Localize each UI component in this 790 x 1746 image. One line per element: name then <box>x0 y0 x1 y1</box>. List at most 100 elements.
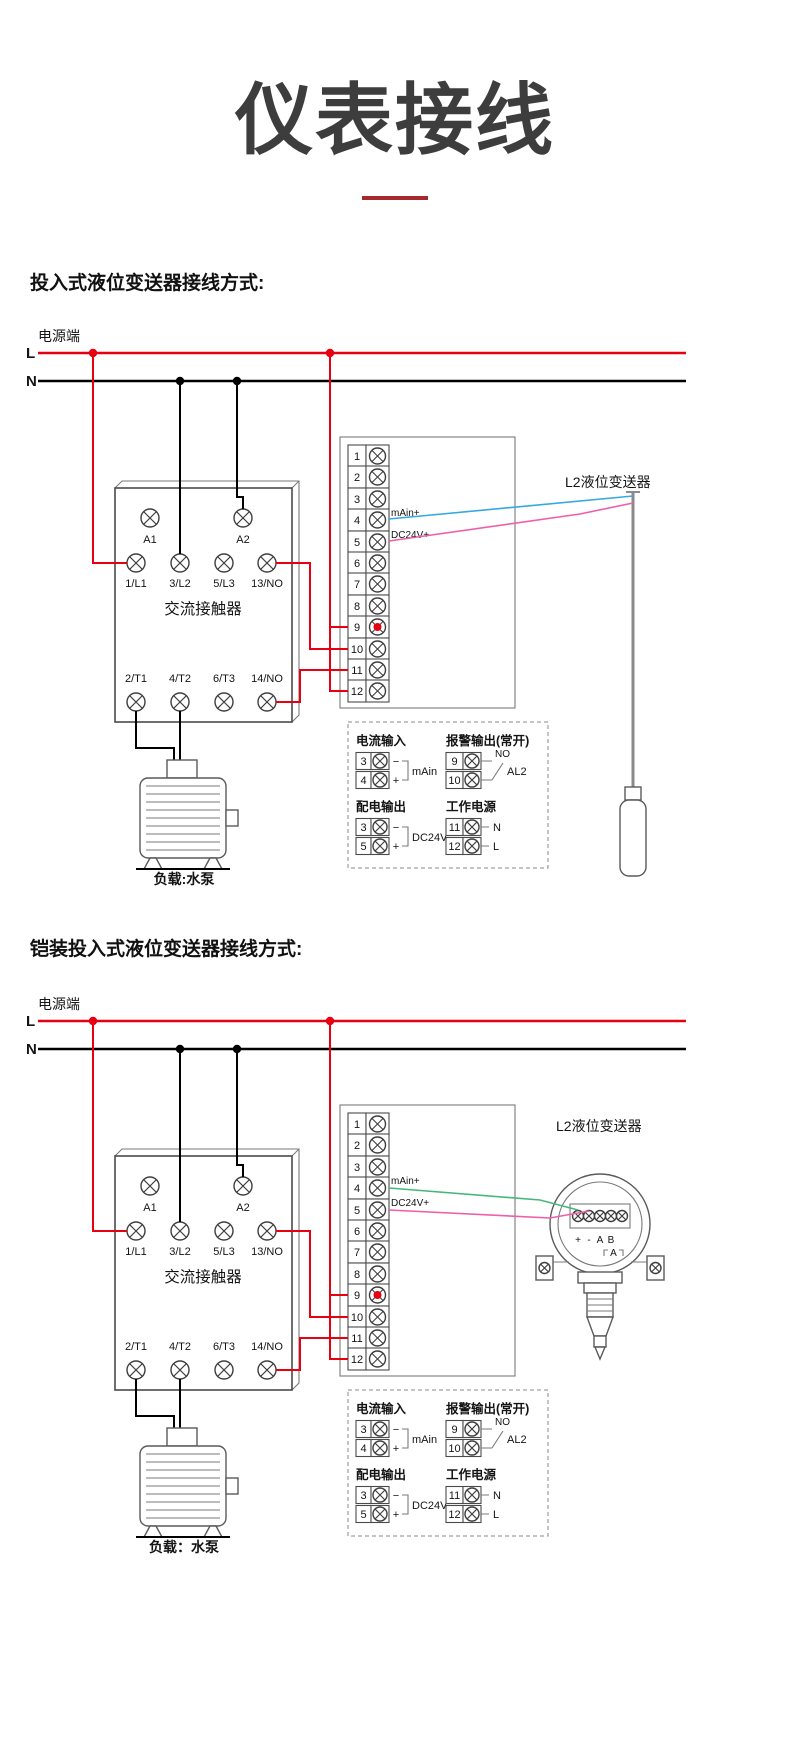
junction-dots <box>88 1016 382 1299</box>
wire-live <box>92 1021 127 1232</box>
svg-text:2: 2 <box>354 472 360 484</box>
svg-text:4: 4 <box>360 775 366 787</box>
load-label: 负载:水泵 <box>154 871 215 887</box>
power-label: 电源端 <box>38 328 80 344</box>
svg-text:AL2: AL2 <box>507 1434 527 1446</box>
svg-text:配电输出: 配电输出 <box>356 799 406 814</box>
terminal-label: 1/L1 <box>125 1246 146 1258</box>
screw-terminal <box>233 508 253 528</box>
screw-terminal <box>233 1176 253 1196</box>
neutral-label: N <box>26 373 37 390</box>
legend-dist-output: 配电输出 3 5 − + DC24V <box>355 799 448 856</box>
svg-text:11: 11 <box>449 1490 460 1502</box>
svg-text:+: + <box>393 841 399 853</box>
strip-terminal-7: 7 <box>347 572 390 596</box>
load-label: 负载：水泵 <box>149 1539 219 1555</box>
terminal-label: A2 <box>236 1202 249 1214</box>
svg-text:-: - <box>587 1235 590 1246</box>
svg-text:11: 11 <box>449 822 460 834</box>
jumper-label: A <box>610 1248 617 1259</box>
svg-text:8: 8 <box>354 601 360 613</box>
strip-terminal-6: 6 <box>347 551 390 575</box>
instrument-terminal-strip: 1 2 3 4 5 6 7 8 9 10 11 12 mAin+ DC24V+ <box>339 436 516 709</box>
section1-heading: 投入式液位变送器接线方式: <box>30 273 265 294</box>
contactor-body <box>114 487 293 723</box>
wire-neutral <box>236 381 244 509</box>
svg-text:电流输入: 电流输入 <box>356 733 407 748</box>
svg-text:2: 2 <box>354 1140 360 1152</box>
probe-body <box>619 799 647 877</box>
transmitter-label: L2液位变送器 <box>556 1118 642 1134</box>
motor-wire <box>135 1379 175 1428</box>
motor-pump: 负载：水泵 <box>135 1379 239 1555</box>
legend: 电流输入 3 4 − + mAin 报警输出(常开) 9 10 NO AL2 <box>347 1389 549 1537</box>
junction-dots <box>88 348 382 631</box>
strip-terminal-9: 9 <box>347 1283 390 1307</box>
svg-text:9: 9 <box>451 756 457 768</box>
svg-text:6: 6 <box>354 1226 360 1238</box>
screw-terminal <box>615 1209 629 1223</box>
svg-text:−: − <box>393 1424 399 1436</box>
terminal-label: 1/L1 <box>125 578 146 590</box>
strip-terminal-10: 10 <box>347 637 390 661</box>
legend-border <box>347 721 549 869</box>
ac-contactor: A1 A2 1/L1 3/L2 5/L3 13/NO 交流接触器 2/T1 4/… <box>114 1148 300 1391</box>
screw-terminal <box>257 1360 277 1380</box>
strip-terminal-3: 3 <box>347 487 390 511</box>
svg-text:配电输出: 配电输出 <box>356 1467 406 1482</box>
svg-text:4: 4 <box>360 1443 366 1455</box>
svg-text:N: N <box>493 822 501 834</box>
svg-text:+: + <box>393 1443 399 1455</box>
motor-fins <box>146 1453 220 1519</box>
wire-signal-main <box>388 495 634 520</box>
svg-text:3: 3 <box>360 756 366 768</box>
svg-text:10: 10 <box>448 1443 460 1455</box>
strip-terminal-4: 4 <box>347 508 390 532</box>
svg-text:12: 12 <box>351 1354 363 1366</box>
transmitter-head <box>549 1173 651 1275</box>
terminal-label: 6/T3 <box>213 673 235 685</box>
svg-text:工作电源: 工作电源 <box>446 1467 497 1482</box>
strip-terminal-5: 5 <box>347 530 390 554</box>
live-label: L <box>26 345 35 362</box>
terminal-label: 13/NO <box>251 578 283 590</box>
wire-live <box>329 1021 348 1360</box>
terminal-label: 14/NO <box>251 673 283 685</box>
t5-signal-label: DC24V+ <box>391 530 429 541</box>
svg-text:NO: NO <box>495 749 510 760</box>
legend-work-power: 工作电源 11 12 N L <box>445 1467 501 1524</box>
strip-terminal-1: 1 <box>347 444 390 468</box>
svg-text:+: + <box>393 1509 399 1521</box>
transmitter-label: L2液位变送器 <box>565 474 651 490</box>
svg-text:12: 12 <box>448 841 460 853</box>
neutral-label: N <box>26 1041 37 1058</box>
instrument-outline <box>339 1104 516 1377</box>
screw-terminal <box>593 1209 607 1223</box>
terminal-label: 6/T3 <box>213 1341 235 1353</box>
legend: 电流输入 3 4 − + mAin 报警输出(常开) 9 10 NO AL2 <box>347 721 549 869</box>
svg-text:1: 1 <box>354 1119 360 1131</box>
svg-text:10: 10 <box>351 1312 363 1324</box>
svg-text:mAin: mAin <box>412 1434 437 1446</box>
instrument-outline <box>339 436 516 709</box>
svg-text:B: B <box>608 1235 615 1246</box>
svg-text:9: 9 <box>354 1290 360 1302</box>
contactor-title: 交流接触器 <box>164 1268 242 1286</box>
svg-text:4: 4 <box>354 515 360 527</box>
screw-terminal <box>538 1261 551 1275</box>
screw-terminal <box>170 1221 190 1241</box>
screw-terminal <box>170 553 190 573</box>
svg-text:10: 10 <box>448 775 460 787</box>
svg-text:N: N <box>493 1490 501 1502</box>
terminal-label: 3/L2 <box>169 1246 190 1258</box>
screw-terminal <box>214 692 234 712</box>
svg-text:3: 3 <box>360 822 366 834</box>
wire-alarm <box>276 669 348 703</box>
wire-alarm <box>276 1337 348 1371</box>
terminal-label: 2/T1 <box>125 1341 147 1353</box>
svg-text:A: A <box>597 1235 604 1246</box>
live-wires <box>92 1021 348 1371</box>
screw-terminal <box>126 1221 146 1241</box>
motor-fins <box>146 785 220 851</box>
diagram-submersible: 电源端 L N A1 A2 1/L1 3/L2 5/L3 13/NO 交流接触器… <box>26 328 686 887</box>
